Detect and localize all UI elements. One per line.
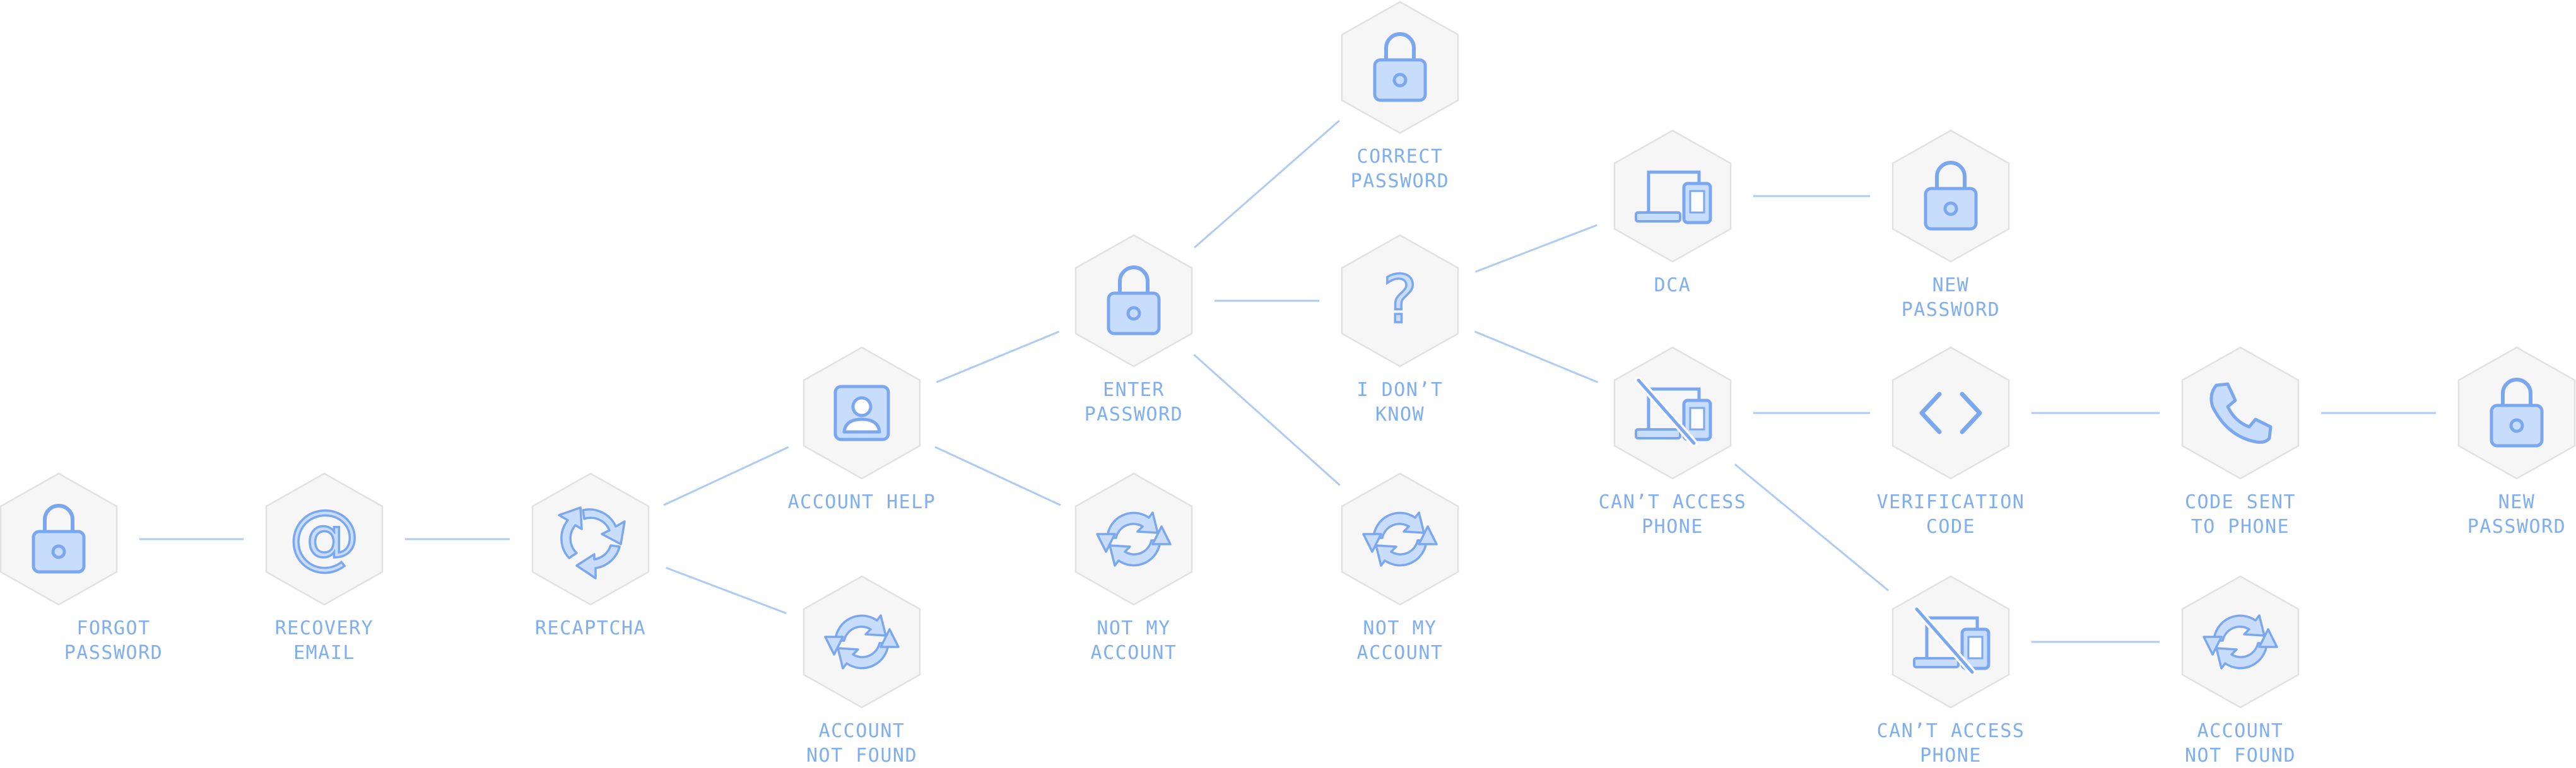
- at-sign-icon: @: [288, 494, 361, 579]
- hexagon-badge: [1891, 129, 2010, 263]
- hexagon-badge: [1891, 346, 2010, 480]
- hexagon-badge: [1074, 472, 1193, 606]
- hexagon-badge: [2181, 575, 2300, 709]
- node-recaptcha: [531, 472, 650, 606]
- hexagon-badge: [1613, 346, 1732, 480]
- node-enter-password: [1074, 234, 1194, 368]
- node-label: NOT MY ACCOUNT: [1356, 617, 1444, 664]
- connector-recaptcha-to-account-help: [663, 446, 789, 506]
- hexagon-badge: @: [265, 472, 384, 606]
- lock-icon: [1107, 265, 1161, 335]
- node-dca: [1613, 129, 1732, 263]
- connector-i-dont-know-to-cant-access-phone-1: [1474, 330, 1599, 383]
- sync-icon: [1096, 511, 1172, 567]
- sync-icon: [824, 614, 900, 670]
- node-forgot-password: [0, 472, 119, 606]
- connector-enter-password-to-not-my-account-2: [1193, 354, 1341, 486]
- node-not-my-account-2: [1340, 472, 1460, 606]
- connector-recaptcha-to-account-not-found-1: [666, 566, 787, 615]
- node-label: ENTER PASSWORD: [1084, 379, 1184, 426]
- node-label: DCA: [1654, 274, 1691, 296]
- hexagon-badge: [531, 472, 650, 606]
- devices-off-icon: [1913, 605, 1991, 676]
- sync-icon: [2203, 614, 2278, 670]
- hexagon-badge: [1341, 472, 1459, 606]
- question-mark-icon: ?: [1382, 260, 1419, 339]
- node-label: NOT MY ACCOUNT: [1090, 617, 1177, 664]
- lock-icon: [1924, 161, 1978, 231]
- hexagon-badge: [1891, 575, 2010, 709]
- devices-off-icon: [1635, 376, 1712, 447]
- hexagon-badge: [0, 472, 118, 606]
- connector-cant-access-phone-1-to-cant-access-phone-2: [1734, 463, 1890, 591]
- hexagon-badge: [1613, 129, 1732, 263]
- recaptcha-icon: [558, 506, 626, 579]
- node-i-dont-know: ?: [1340, 234, 1460, 368]
- svg-text:@: @: [289, 496, 360, 578]
- node-label: NEW PASSWORD: [2467, 491, 2567, 538]
- hexagon-badge: [803, 346, 921, 480]
- node-label: CODE SENT TO PHONE: [2184, 491, 2297, 538]
- lock-icon: [2490, 378, 2544, 448]
- node-label: ACCOUNT HELP: [787, 491, 936, 513]
- node-label: RECAPTCHA: [534, 617, 647, 639]
- node-account-not-found-2: [2180, 575, 2300, 709]
- node-cant-access-phone-2: [1891, 575, 2011, 709]
- svg-text:?: ?: [1382, 261, 1417, 338]
- lock-icon: [32, 504, 86, 574]
- node-label: ACCOUNT NOT FOUND: [806, 720, 918, 767]
- node-recovery-email: @: [264, 472, 384, 606]
- node-correct-password: [1340, 1, 1460, 134]
- hexagon-badge: ?: [1341, 234, 1459, 368]
- node-label: VERIFICATION CODE: [1876, 491, 2025, 538]
- node-label: CORRECT PASSWORD: [1350, 146, 1450, 192]
- node-account-help: [802, 346, 922, 480]
- contact-card-icon: [833, 385, 890, 441]
- devices-icon: [1635, 170, 1712, 224]
- hexagon-badge: [1074, 234, 1193, 368]
- node-label: RECOVERY EMAIL: [274, 617, 374, 664]
- sync-icon: [1362, 511, 1438, 567]
- node-verification-code: [1891, 346, 2011, 480]
- hexagon-badge: [803, 575, 921, 709]
- hexagon-badge: [2181, 346, 2300, 480]
- node-label: CAN’T ACCESS PHONE: [1876, 720, 2025, 767]
- node-account-not-found-1: [802, 575, 922, 709]
- connector-account-help-to-enter-password: [936, 330, 1060, 383]
- node-code-sent-to-phone: [2180, 346, 2300, 480]
- node-cant-access-phone-1: [1613, 346, 1732, 480]
- node-label: FORGOT PASSWORD: [64, 617, 163, 664]
- code-brackets-icon: [1919, 392, 1982, 434]
- hexagon-badge: [1341, 1, 1459, 134]
- node-new-password-2: [2457, 346, 2576, 480]
- phone-icon: [2209, 382, 2273, 444]
- node-new-password-1: [1891, 129, 2011, 263]
- connector-enter-password-to-correct-password: [1194, 120, 1340, 248]
- node-label: ACCOUNT NOT FOUND: [2184, 720, 2297, 767]
- node-label: I DON’T KNOW: [1356, 379, 1444, 426]
- lock-icon: [1373, 32, 1427, 102]
- node-not-my-account-1: [1074, 472, 1194, 606]
- connector-account-help-to-not-my-account-1: [934, 446, 1061, 506]
- node-label: NEW PASSWORD: [1901, 274, 2001, 321]
- node-label: CAN’T ACCESS PHONE: [1598, 491, 1747, 538]
- connector-i-dont-know-to-dca: [1474, 224, 1598, 273]
- hexagon-badge: [2457, 346, 2576, 480]
